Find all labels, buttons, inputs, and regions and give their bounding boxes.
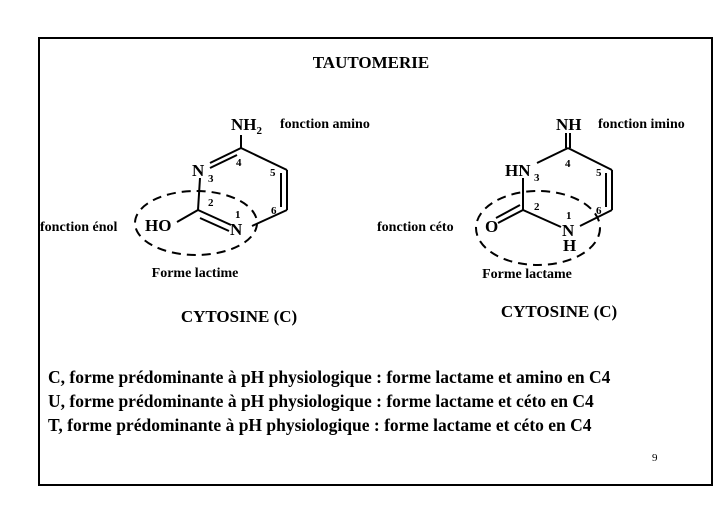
- pos-5-right: 5: [596, 167, 602, 179]
- pos-2: 2: [208, 197, 214, 209]
- pos-1: 1: [235, 209, 241, 221]
- n3-atom: N: [192, 161, 205, 180]
- enol-highlight-ellipse: [134, 190, 258, 256]
- statement-thymine: T, forme prédominante à pH physiologique…: [48, 415, 592, 435]
- pos-3: 3: [208, 173, 214, 185]
- cytosine-name-left: CYTOSINE (C): [181, 307, 297, 326]
- pos-6-right: 6: [596, 205, 602, 217]
- pos-1-right: 1: [566, 210, 572, 222]
- oxygen-atom: O: [485, 217, 498, 236]
- lactime-form-label: Forme lactime: [152, 266, 239, 281]
- amino-group: NH2: [231, 115, 263, 137]
- pos-2-right: 2: [534, 201, 540, 213]
- imino-label: fonction imino: [598, 117, 685, 132]
- title: TAUTOMERIE: [313, 53, 430, 72]
- n1-atom-right: N: [562, 221, 575, 240]
- ceto-label: fonction céto: [377, 220, 454, 235]
- pos-4: 4: [236, 157, 242, 169]
- statement-cytosine: C, forme prédominante à pH physiologique…: [48, 367, 611, 387]
- page-number: 9: [652, 452, 658, 464]
- amino-label: fonction amino: [280, 117, 370, 132]
- h1-atom: H: [563, 236, 576, 255]
- pos-6: 6: [271, 205, 277, 217]
- lactame-form-label: Forme lactame: [482, 267, 572, 282]
- enol-label: fonction énol: [40, 220, 118, 235]
- slide-border: [38, 37, 713, 486]
- cytosine-lactame-structure: [475, 133, 613, 266]
- pos-5: 5: [270, 167, 276, 179]
- imino-group: NH: [556, 115, 582, 134]
- hydroxyl-group: HO: [145, 216, 171, 235]
- statement-uracil: U, forme prédominante à pH physiologique…: [48, 391, 594, 411]
- n1-atom: N: [230, 220, 243, 239]
- pos-4-right: 4: [565, 158, 571, 170]
- cytosine-name-right: CYTOSINE (C): [501, 302, 617, 321]
- hn3-atom: HN: [505, 161, 531, 180]
- pos-3-right: 3: [534, 172, 540, 184]
- ceto-highlight-ellipse: [475, 190, 601, 266]
- cytosine-lactime-structure: [134, 135, 288, 256]
